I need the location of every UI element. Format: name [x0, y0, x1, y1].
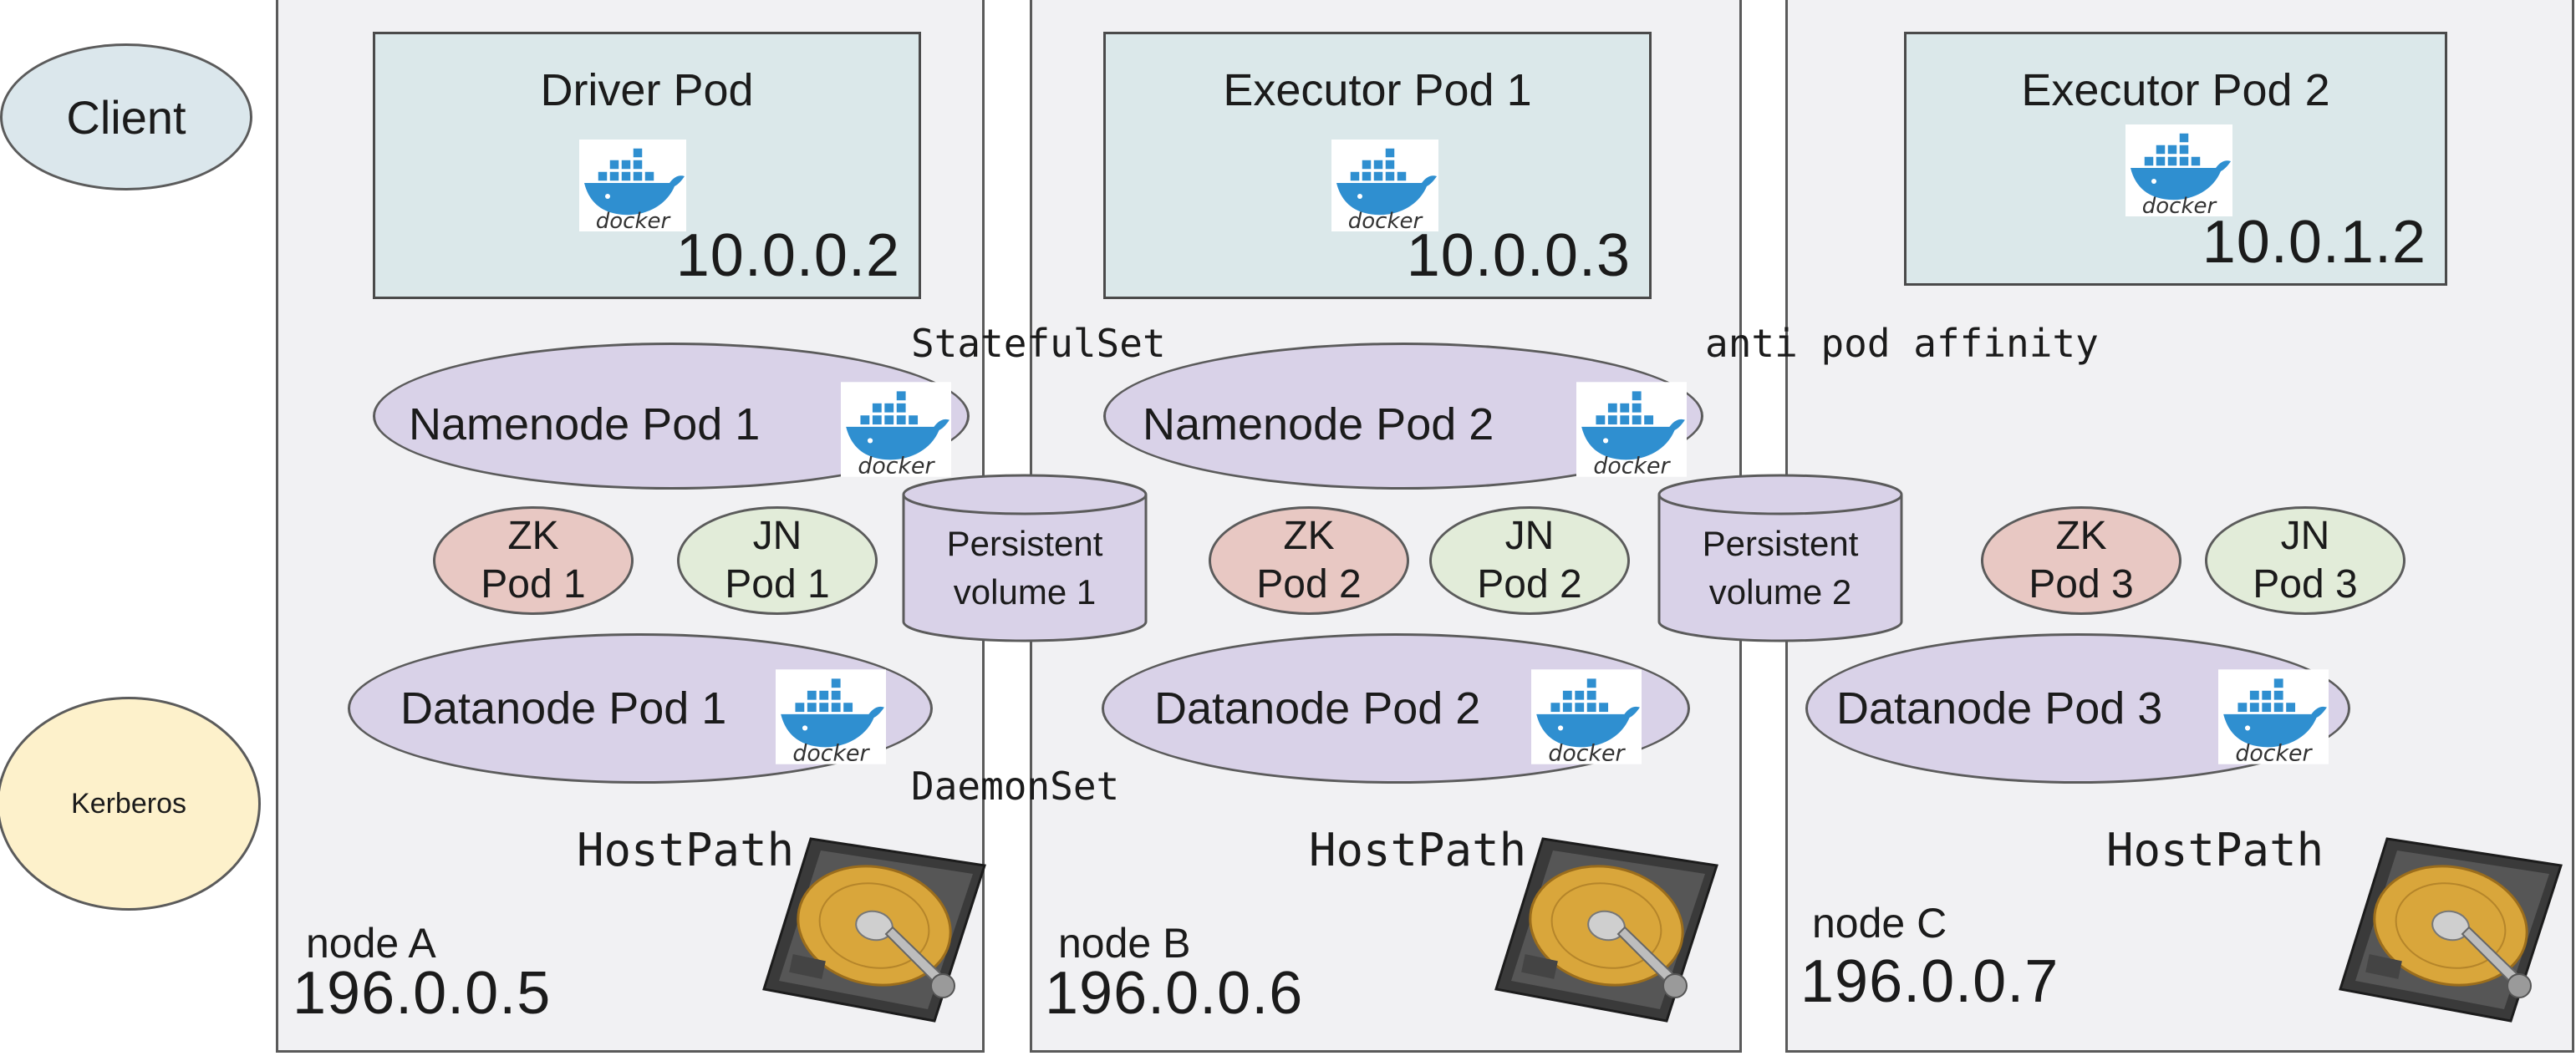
svg-text:docker: docker	[1348, 209, 1424, 231]
svg-text:docker: docker	[858, 454, 935, 478]
zk-pod-1-line2: Pod 1	[481, 562, 586, 607]
zk-pod-2-line1: ZK	[1283, 514, 1335, 558]
node-b-ip: 196.0.0.6	[1045, 960, 1304, 1027]
zk-pod-3-line1: ZK	[2055, 514, 2107, 558]
namenode-pod-1-label: Namenode Pod 1	[409, 399, 761, 449]
node-a-ip: 196.0.0.5	[293, 960, 552, 1027]
volume-1-line2: volume 1	[953, 572, 1097, 612]
executor-pod-2-title: Executor Pod 2	[2021, 65, 2330, 115]
zk-pod-1-line1: ZK	[507, 514, 559, 558]
docker-icon: docker	[579, 140, 686, 231]
executor-pod-2-box: Executor Pod 2 docker 10.0.1.2	[1904, 32, 2447, 286]
svg-text:docker: docker	[792, 741, 870, 765]
driver-pod-title: Driver Pod	[540, 65, 754, 115]
persistent-volume-2: Persistent volume 2	[1657, 473, 1904, 643]
datanode-pod-1-label: Datanode Pod 1	[400, 683, 727, 734]
hostpath-label-c: HostPath	[2106, 824, 2324, 876]
docker-icon: docker	[2125, 124, 2232, 216]
node-a-name: node A	[306, 920, 436, 967]
hostpath-label-b: HostPath	[1309, 824, 1527, 876]
hard-disk-icon	[761, 832, 988, 1028]
node-c-ip: 196.0.0.7	[1800, 948, 2059, 1015]
volume-1-line1: Persistent	[946, 524, 1103, 563]
hostpath-label-a: HostPath	[577, 824, 795, 876]
svg-text:docker: docker	[1593, 454, 1671, 478]
executor-pod-2-ip: 10.0.1.2	[2202, 209, 2426, 276]
docker-icon: docker	[1531, 668, 1642, 765]
namenode-pod-2-label: Namenode Pod 2	[1143, 399, 1494, 449]
hard-disk-icon	[1493, 832, 1720, 1028]
cylinder-shape	[902, 474, 1148, 642]
docker-icon: docker	[776, 668, 886, 765]
jn-pod-3-line2: Pod 3	[2253, 562, 2358, 607]
datanode-pod-3-label: Datanode Pod 3	[1836, 683, 2163, 734]
kerberos-ellipse: Kerberos	[0, 697, 261, 911]
anti-pod-affinity-label: anti pod affinity	[1705, 321, 2099, 366]
statefulset-label: StatefulSet	[911, 321, 1166, 366]
datanode-pod-2-label: Datanode Pod 2	[1154, 683, 1481, 734]
driver-pod-box: Driver Pod docker 10.0.0.2	[373, 32, 921, 299]
svg-text:docker: docker	[596, 209, 672, 231]
jn-pod-2-line2: Pod 2	[1477, 562, 1582, 607]
docker-icon: docker	[1576, 381, 1687, 478]
persistent-volume-1: Persistent volume 1	[901, 473, 1148, 643]
svg-text:docker: docker	[1548, 741, 1626, 765]
jn-pod-2-line1: JN	[1504, 514, 1555, 558]
client-label: Client	[66, 90, 186, 144]
volume-2-line2: volume 2	[1708, 572, 1852, 612]
executor-pod-1-box: Executor Pod 1 docker 10.0.0.3	[1103, 32, 1652, 299]
zk-pod-2-line2: Pod 2	[1256, 562, 1362, 607]
docker-icon: docker	[2218, 668, 2329, 765]
zk-pod-3-line2: Pod 3	[2029, 562, 2134, 607]
jn-pod-1-line1: JN	[752, 514, 802, 558]
volume-2-line1: Persistent	[1702, 524, 1859, 563]
daemonset-label: DaemonSet	[911, 764, 1120, 809]
kerberos-label: Kerberos	[71, 787, 186, 820]
cylinder-shape	[1657, 474, 1903, 642]
executor-pod-1-title: Executor Pod 1	[1223, 65, 1532, 115]
client-ellipse: Client	[0, 43, 252, 190]
svg-text:docker: docker	[2142, 194, 2218, 216]
jn-pod-1-line2: Pod 1	[725, 562, 830, 607]
docker-icon: docker	[1331, 140, 1438, 231]
jn-pod-3-line1: JN	[2280, 514, 2330, 558]
hard-disk-icon	[2337, 832, 2564, 1028]
docker-icon: docker	[841, 381, 951, 478]
node-c-name: node C	[1812, 900, 1947, 947]
executor-pod-1-ip: 10.0.0.3	[1406, 222, 1631, 289]
driver-pod-ip: 10.0.0.2	[675, 222, 900, 289]
svg-text:docker: docker	[2235, 741, 2313, 765]
node-b-name: node B	[1058, 920, 1191, 967]
